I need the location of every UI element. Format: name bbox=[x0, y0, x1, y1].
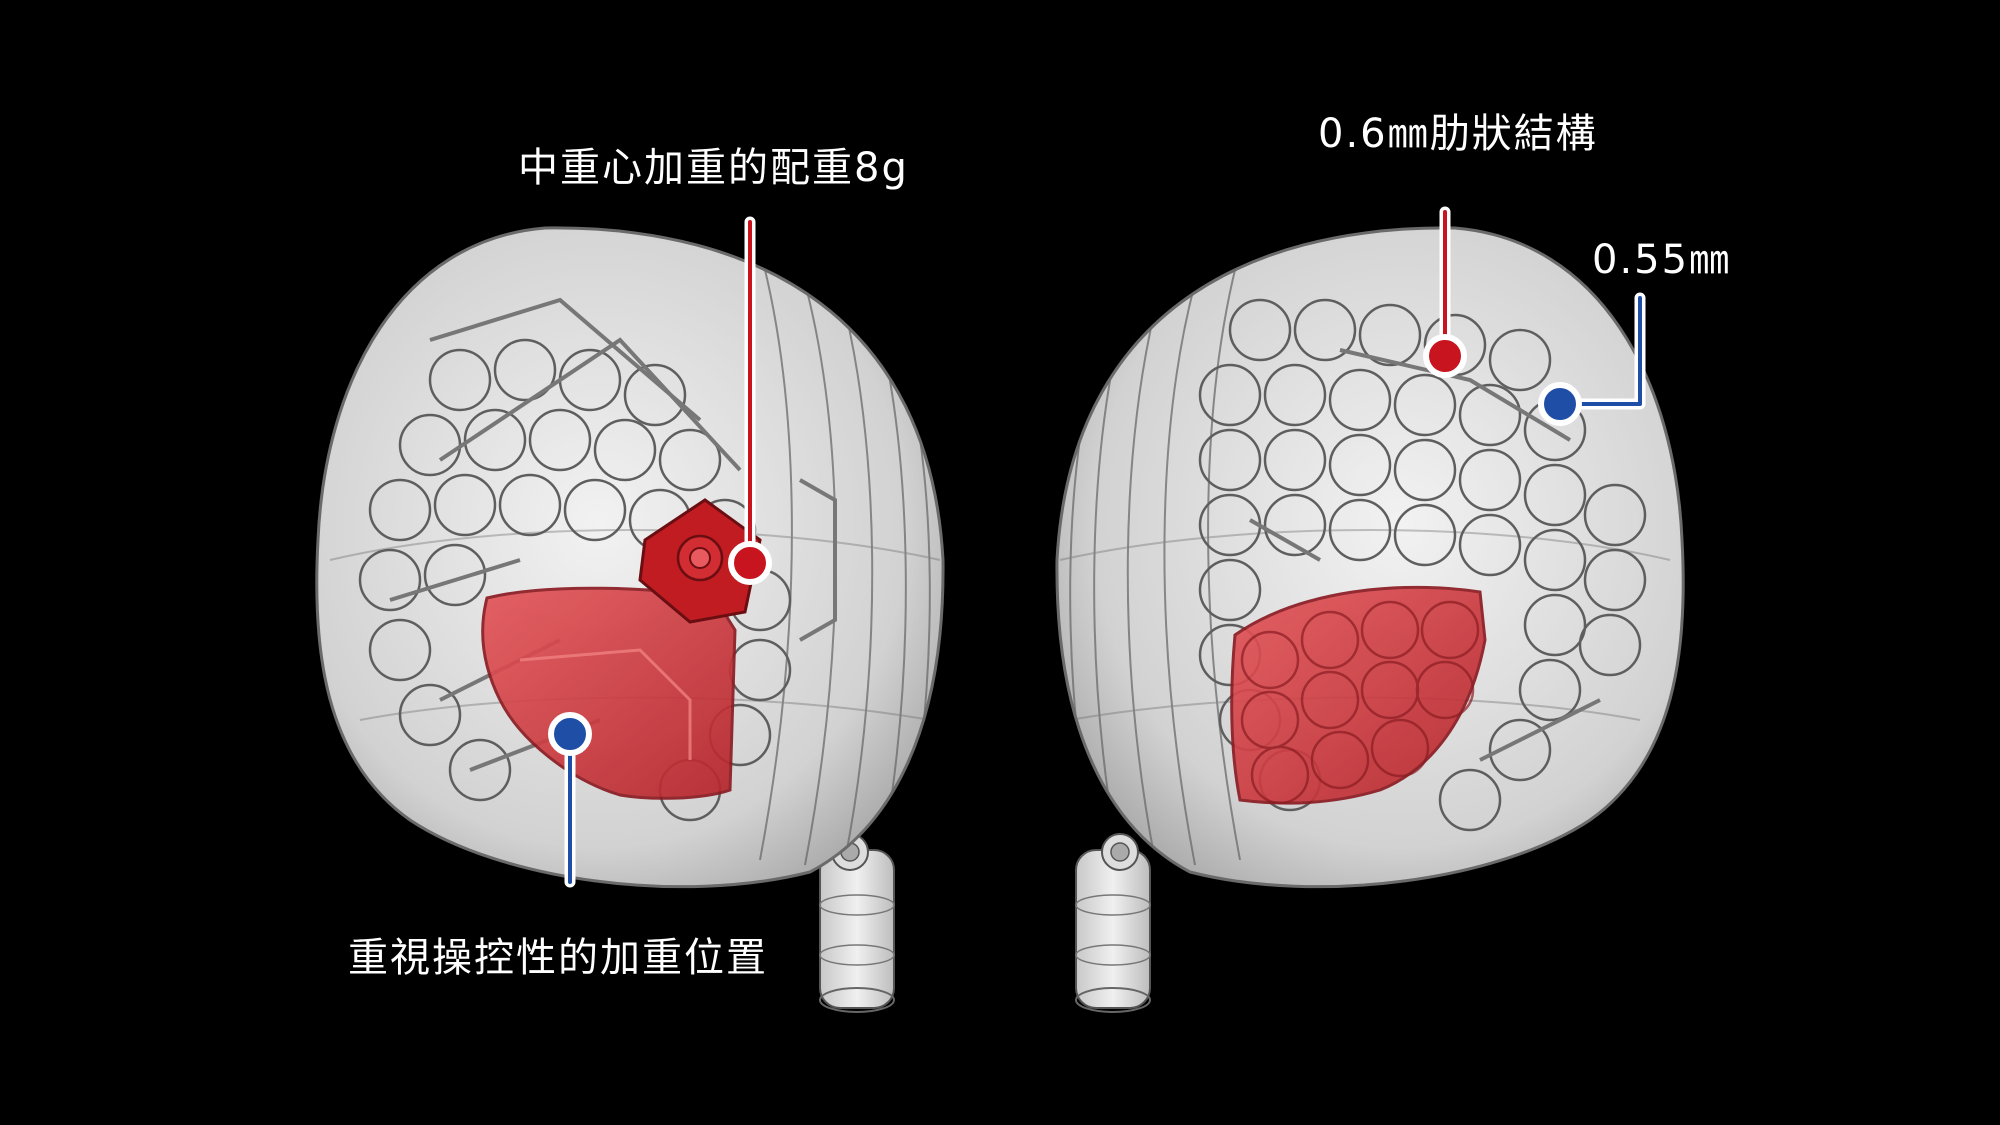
center-weight-screw bbox=[638, 498, 762, 624]
left-head-shell bbox=[315, 226, 945, 889]
right-red-weight-panel bbox=[1230, 585, 1487, 805]
callout-control-weight-leader bbox=[548, 712, 592, 888]
right-hosel bbox=[1075, 833, 1151, 1013]
callout-rib-structure-leader bbox=[1423, 206, 1467, 378]
callout-center-weight-label: 中重心加重的配重8g bbox=[518, 145, 909, 191]
callout-control-weight-label: 重視操控性的加重位置 bbox=[348, 935, 768, 981]
callout-rib-structure-label: 0.6㎜肋狀結構 bbox=[1318, 111, 1598, 157]
red-marker-dot bbox=[728, 541, 772, 585]
callout-thickness-leader bbox=[1538, 292, 1646, 426]
blue-marker-dot bbox=[548, 712, 592, 756]
blue-marker-dot bbox=[1538, 382, 1582, 426]
left-red-weight-panel bbox=[481, 586, 737, 800]
left-rib-lattice bbox=[358, 338, 792, 822]
right-chevron-ribs bbox=[1249, 348, 1601, 762]
red-marker-dot bbox=[1423, 334, 1467, 378]
left-club-head bbox=[315, 226, 945, 1013]
callout-center-weight-leader bbox=[728, 216, 772, 585]
callout-thickness-label: 0.55㎜ bbox=[1592, 237, 1732, 283]
right-club-head bbox=[1055, 226, 1685, 1013]
